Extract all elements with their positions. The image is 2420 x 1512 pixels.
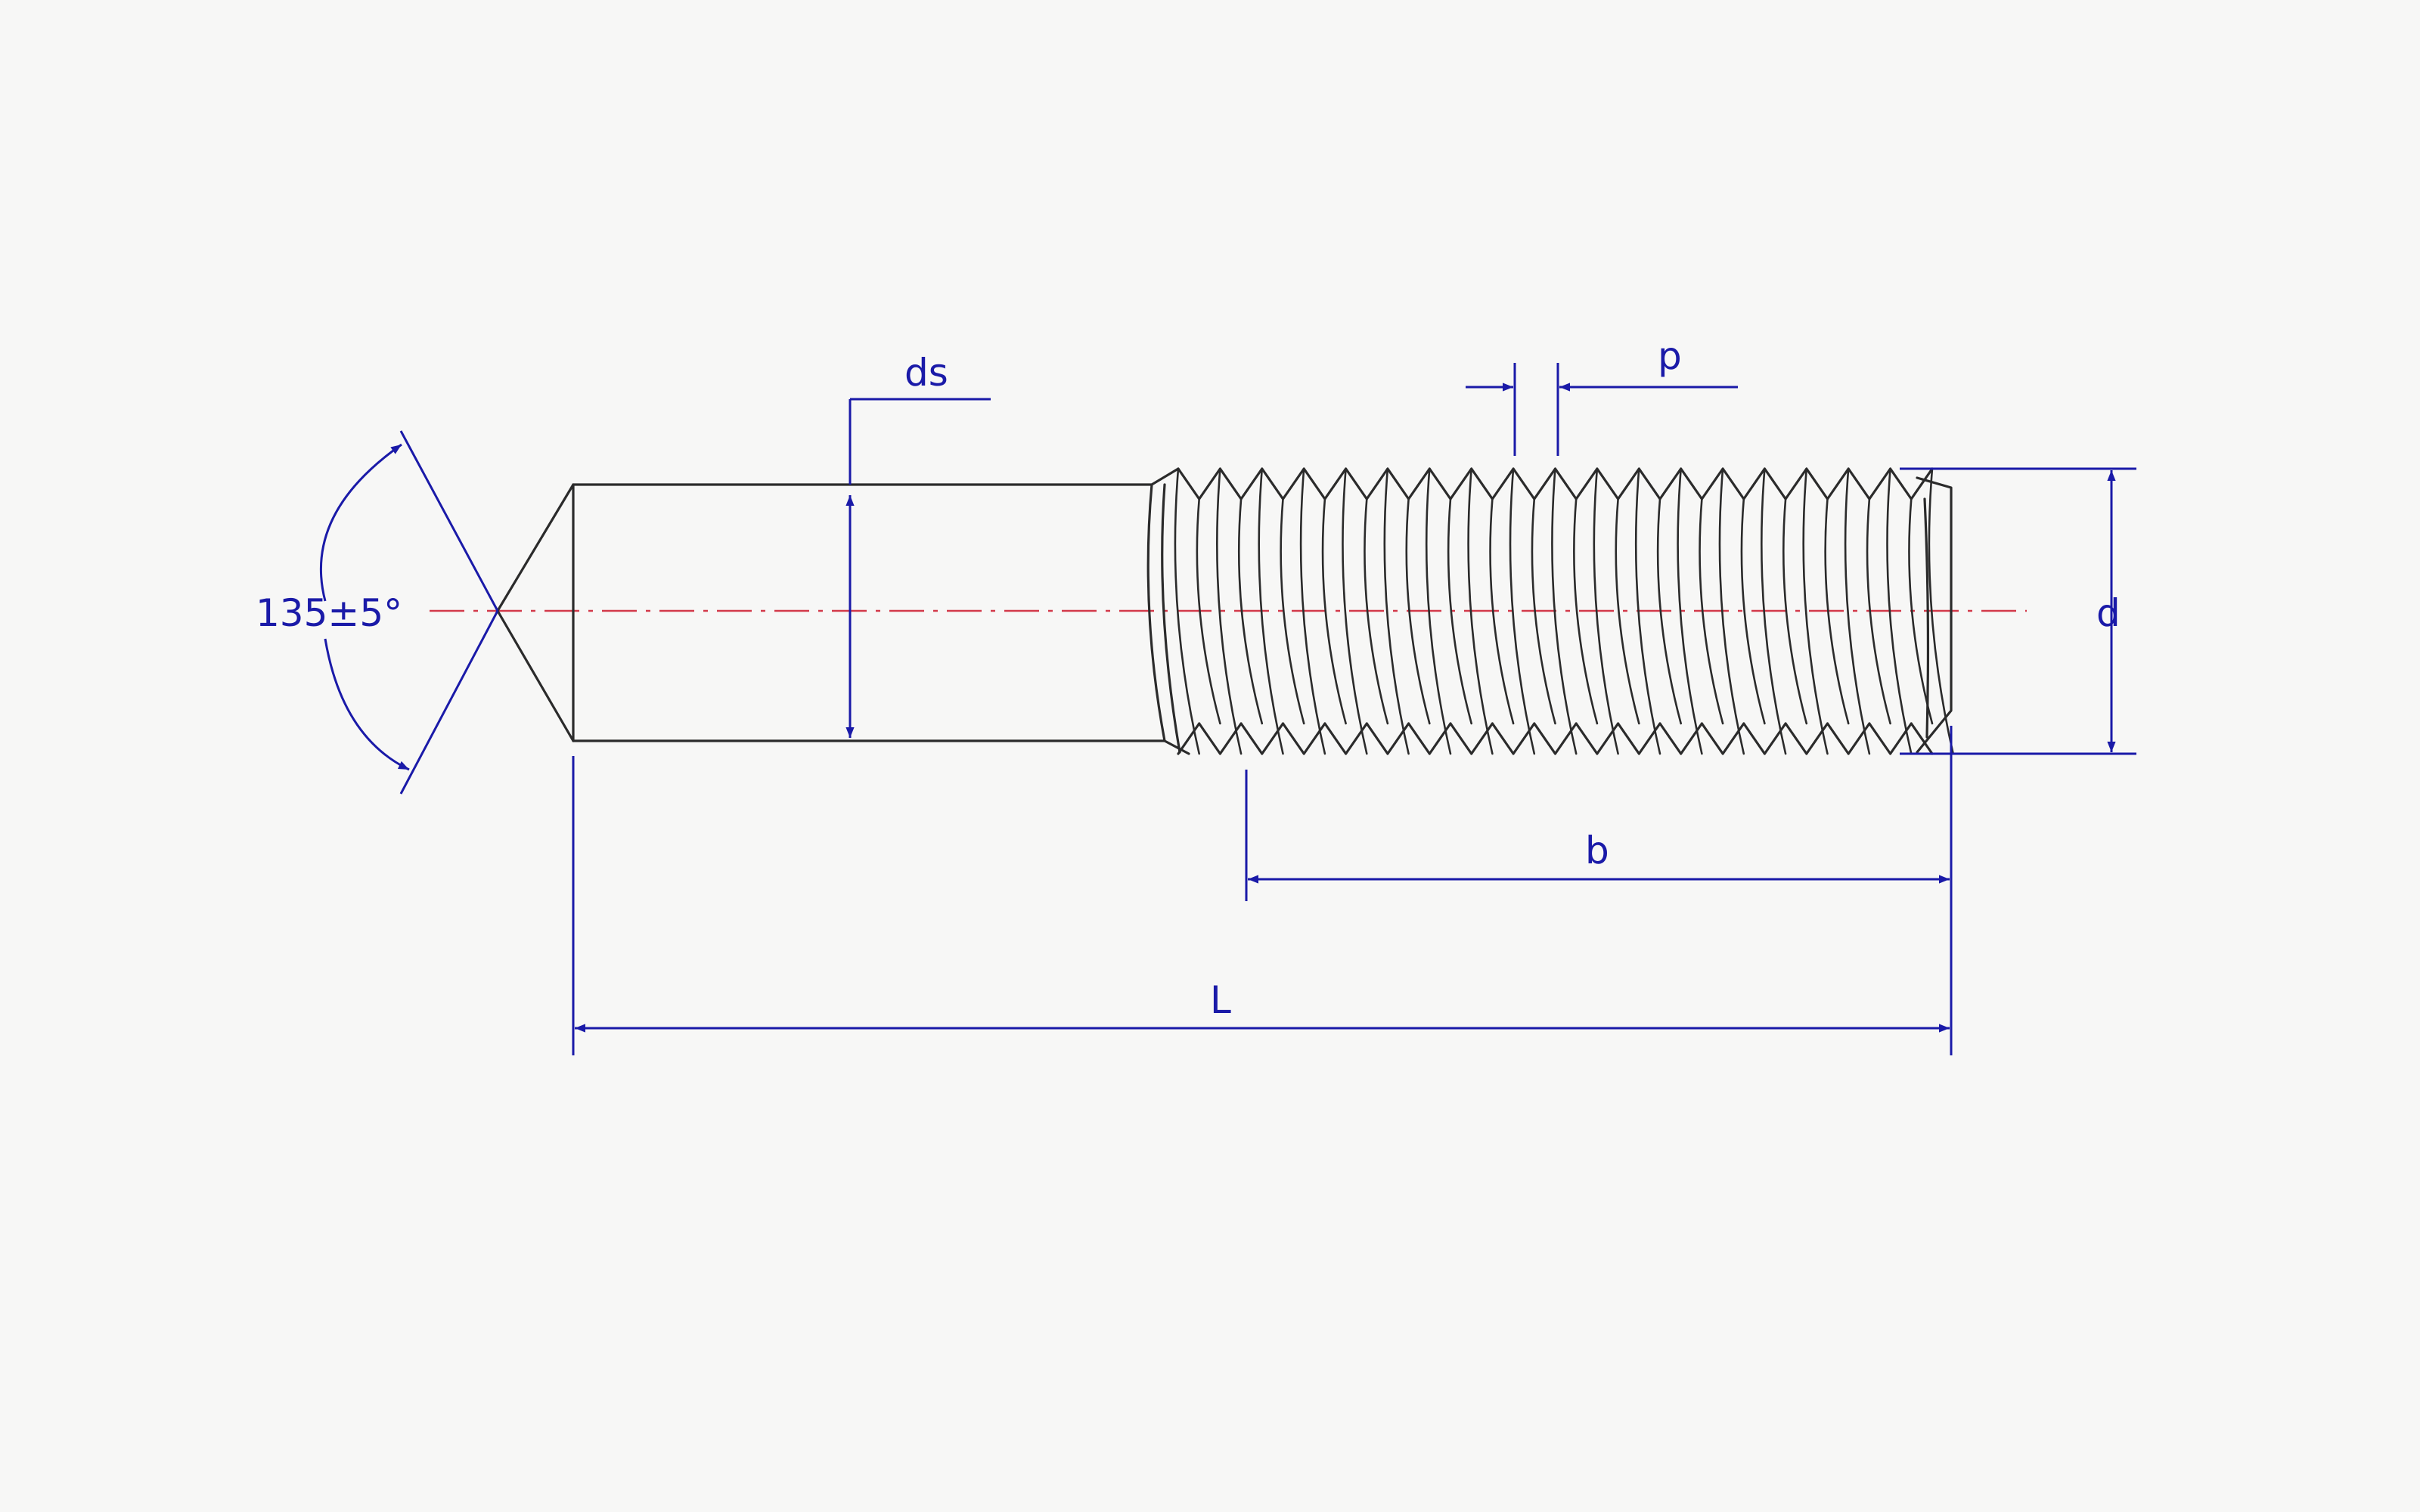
thread-root-line (1573, 497, 1599, 725)
thread-crest-line (1593, 467, 1619, 755)
L-label: L (1210, 978, 1231, 1022)
thread-root-line (1489, 497, 1515, 725)
thread-root-line (1866, 497, 1891, 725)
angle-dimension: 135±5° (256, 430, 499, 795)
thread-root-line (1699, 497, 1724, 725)
thread-root-line (1405, 497, 1431, 725)
thread-root-line (1531, 497, 1556, 725)
thread-crest-line (1677, 467, 1703, 755)
thread-crest-line (1383, 467, 1410, 755)
b-label: b (1585, 829, 1609, 872)
thread-crest-line (1844, 467, 1871, 755)
angle-label: 135±5° (256, 591, 402, 635)
thread-crest-line (1886, 467, 1913, 755)
thread-root-line (1824, 497, 1850, 725)
thread-crest-line (1299, 467, 1326, 755)
thread-bottom-profile (1177, 722, 1934, 755)
thread-crest-line (1928, 467, 1954, 755)
bolt-shank (572, 483, 1166, 742)
thread-root-line (1364, 497, 1389, 725)
thread-crest-line (1342, 467, 1368, 755)
thread-crest-line (1258, 467, 1284, 755)
thread-crest-line (1761, 467, 1787, 755)
ds-label: ds (904, 351, 948, 395)
thread-crest-line (1802, 467, 1829, 755)
thread-root-line (1615, 497, 1640, 725)
d-dimension: d (1900, 467, 2136, 755)
thread-crest-line (1551, 467, 1578, 755)
ds-dimension: ds (845, 351, 991, 738)
thread-end-chamfer (1916, 476, 1953, 754)
thread-root-line (1908, 497, 1934, 725)
bolt-thread (1146, 467, 1954, 755)
thread-crest-line (1425, 467, 1452, 755)
thread-crest-line (1216, 467, 1243, 755)
thread-crest-line (1467, 467, 1494, 755)
b-dimension: b (1245, 726, 1953, 1055)
thread-crest-line (1174, 467, 1200, 755)
thread-root-line (1782, 497, 1808, 725)
thread-crest-line (1634, 467, 1661, 755)
thread-root-line (1237, 497, 1264, 725)
thread-root-line (1447, 497, 1472, 725)
L-dimension: L (572, 756, 1950, 1055)
thread-root-line (1321, 497, 1347, 725)
p-label: p (1658, 334, 1682, 378)
thread-root-line (1196, 497, 1221, 725)
thread-root-line (1740, 497, 1766, 725)
thread-runout (1146, 467, 1190, 755)
thread-crest-line (1718, 467, 1745, 755)
bolt-tip (496, 483, 575, 742)
thread-root-line (1656, 497, 1682, 725)
thread-crest-line (1509, 467, 1536, 755)
pitch-dimension: p (1466, 334, 1738, 456)
d-label: d (2096, 591, 2121, 635)
thread-root-line (1280, 497, 1305, 725)
